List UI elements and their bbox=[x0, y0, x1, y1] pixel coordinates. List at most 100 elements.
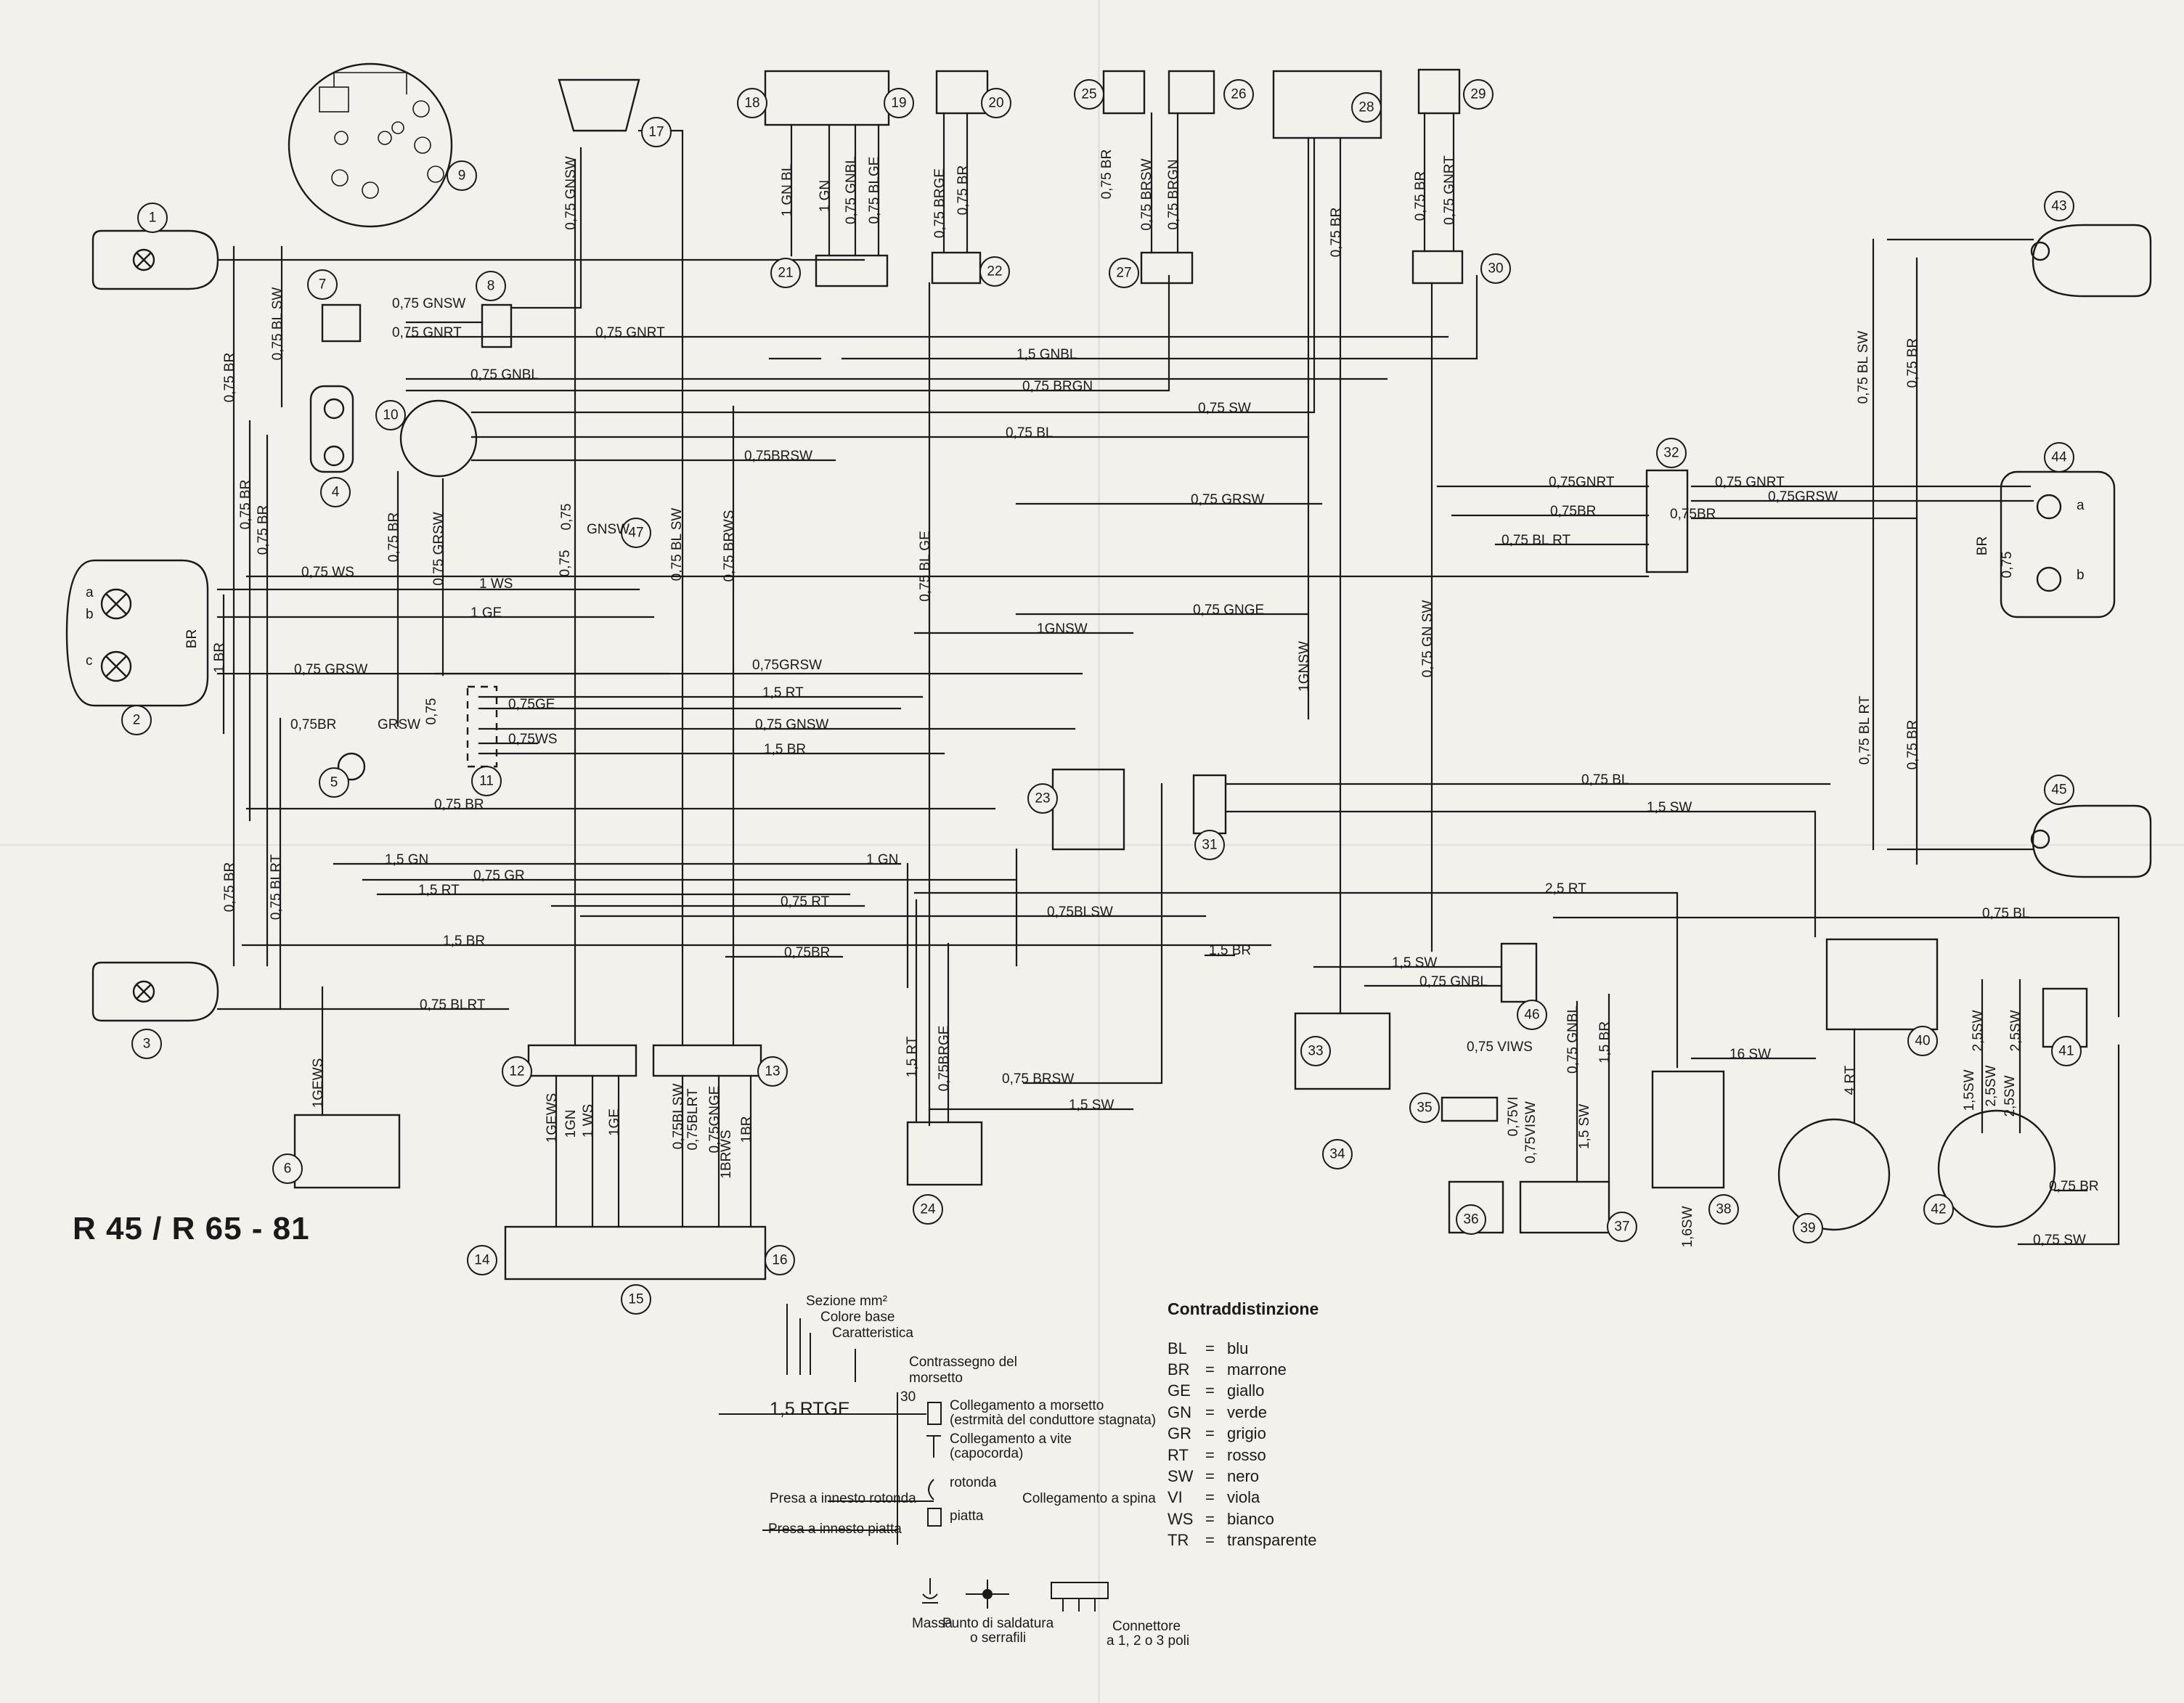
ignition-module-37 bbox=[1519, 1180, 1610, 1234]
component-badge bbox=[770, 258, 801, 288]
wire-label: 0,75GE bbox=[508, 697, 555, 712]
component-badge bbox=[1463, 79, 1494, 110]
component-number: 6 bbox=[284, 1161, 292, 1177]
wire-label-vertical: 0,75 BL RT bbox=[1857, 695, 1873, 764]
legend-color-name: viola bbox=[1227, 1488, 1260, 1507]
wire-label-vertical: 1GE bbox=[607, 1108, 622, 1136]
component-number: 44 bbox=[2051, 450, 2067, 465]
component-26: 26 bbox=[1223, 79, 1254, 110]
wire-label-vertical: 2,5SW bbox=[1971, 1010, 1986, 1051]
component-badge bbox=[884, 88, 914, 118]
key-screw-connection-note: (capocorda) bbox=[950, 1446, 1024, 1461]
component-number: 15 bbox=[628, 1292, 643, 1307]
component-badge bbox=[1708, 1194, 1739, 1225]
wire-label: 0,75 BR bbox=[434, 797, 484, 812]
component-number: 37 bbox=[1614, 1220, 1629, 1235]
legend-color-name: blu bbox=[1227, 1339, 1249, 1357]
key-example-wire: 1,5 RTGE bbox=[770, 1399, 850, 1419]
wire-label: 0,75BLSW bbox=[1047, 904, 1113, 920]
instrument-cluster-2 bbox=[65, 559, 209, 707]
wire-label: 1,5 BR bbox=[443, 934, 485, 949]
component-46: 46 bbox=[1517, 1000, 1547, 1030]
legend-equals: = bbox=[1205, 1531, 1215, 1550]
component-19: 19 bbox=[884, 88, 914, 118]
rectifier-40 bbox=[1825, 938, 1939, 1031]
wire-label: 1,5 SW bbox=[1069, 1098, 1114, 1113]
wire-label-vertical: 0,75 BLRT bbox=[269, 854, 284, 920]
component-badge bbox=[737, 88, 767, 118]
component-badge bbox=[2051, 1036, 2082, 1066]
speedometer-6 bbox=[293, 1114, 401, 1189]
component-42: 42 bbox=[1923, 1194, 1954, 1225]
switch-10 bbox=[399, 399, 478, 478]
wire-label-vertical: 1BR bbox=[739, 1116, 754, 1143]
wire-label: 0,75 GNSW bbox=[392, 296, 465, 311]
connector-27 bbox=[1140, 251, 1194, 285]
component-badge bbox=[2044, 191, 2074, 221]
wire-label-vertical: 0,75BLRT bbox=[685, 1088, 701, 1151]
component-40: 40 bbox=[1907, 1026, 1938, 1056]
legend-row: RT=rosso bbox=[1168, 1445, 1319, 1466]
wire-label: 0,75GRSW bbox=[1768, 489, 1838, 505]
legend-color-name: marrone bbox=[1227, 1360, 1287, 1379]
wire-label: 0,75 SW bbox=[1198, 401, 1251, 416]
component-badge bbox=[471, 766, 502, 796]
component-badge bbox=[502, 1056, 532, 1087]
component-badge bbox=[1907, 1026, 1938, 1056]
wire-label-vertical: 0,75 GNBL bbox=[844, 156, 859, 224]
component-badge bbox=[1109, 258, 1139, 288]
wire-label: 0,75 GNSW bbox=[755, 717, 828, 732]
wire-label-vertical: 1,6SW bbox=[1680, 1206, 1695, 1247]
component-39: 39 bbox=[1793, 1213, 1823, 1243]
component-badge bbox=[2044, 775, 2074, 805]
component-22: 22 bbox=[979, 256, 1010, 287]
component-number: 11 bbox=[479, 774, 494, 789]
wire-label: 2,5 RT bbox=[1545, 881, 1586, 897]
wire-label: 0,75 GNGE bbox=[1193, 603, 1264, 618]
wire-label: 1GNSW bbox=[1037, 621, 1088, 637]
ignition-switch-9 bbox=[288, 62, 453, 228]
wire-label-vertical: 1 WS bbox=[581, 1104, 596, 1138]
component-30: 30 bbox=[1480, 253, 1511, 284]
component-badge bbox=[1923, 1194, 1954, 1225]
wire-label-vertical: 2,5SW bbox=[1984, 1065, 1999, 1106]
wire-label-vertical: 1 GN bbox=[818, 180, 833, 212]
component-number: 12 bbox=[509, 1064, 524, 1079]
legend-code: BL bbox=[1168, 1339, 1187, 1357]
component-number: 38 bbox=[1716, 1202, 1731, 1217]
wire-label-vertical: 0,75 BR bbox=[1413, 171, 1428, 221]
wire-label-vertical: 0,75 BL SW bbox=[270, 287, 285, 361]
solder-point-sublabel: o serrafili bbox=[970, 1630, 1027, 1646]
ground-label: Massa bbox=[912, 1616, 953, 1631]
component-badge bbox=[1074, 79, 1104, 110]
switch-block-14-16 bbox=[504, 1225, 767, 1281]
wire bbox=[470, 138, 1316, 414]
wire-label: 0,75 GNBL bbox=[1419, 974, 1488, 989]
component-badge bbox=[1194, 830, 1225, 860]
model-title: R 45 / R 65 - 81 bbox=[73, 1211, 310, 1246]
component-badge bbox=[621, 518, 651, 548]
wire-label: 1,5 BR bbox=[764, 742, 806, 757]
component-number: 41 bbox=[2058, 1044, 2074, 1059]
legend-code: BR bbox=[1168, 1360, 1190, 1379]
legend-code: GE bbox=[1168, 1381, 1191, 1400]
legend-equals: = bbox=[1205, 1402, 1215, 1421]
component-badge bbox=[1223, 79, 1254, 110]
wire-label-vertical: 0,75 bbox=[559, 504, 574, 531]
component-10: 10 bbox=[375, 400, 406, 430]
wire-label-vertical: 1BRWS bbox=[719, 1130, 734, 1178]
component-badge bbox=[981, 88, 1011, 118]
wire-label: 0,75 GNRT bbox=[392, 325, 462, 340]
component-20: 20 bbox=[981, 88, 1011, 118]
wire-label-vertical: 1,5 RT bbox=[905, 1036, 920, 1077]
component-11: 11 bbox=[471, 766, 502, 796]
component-number: 30 bbox=[1488, 261, 1503, 277]
annotation-key: Sezione mm² Colore base Caratteristica C… bbox=[719, 1294, 1156, 1548]
component-25: 25 bbox=[1074, 79, 1104, 110]
wire-label: 0,75BR bbox=[290, 717, 336, 732]
connector-13 bbox=[652, 1044, 762, 1077]
component-badge bbox=[1456, 1204, 1486, 1235]
